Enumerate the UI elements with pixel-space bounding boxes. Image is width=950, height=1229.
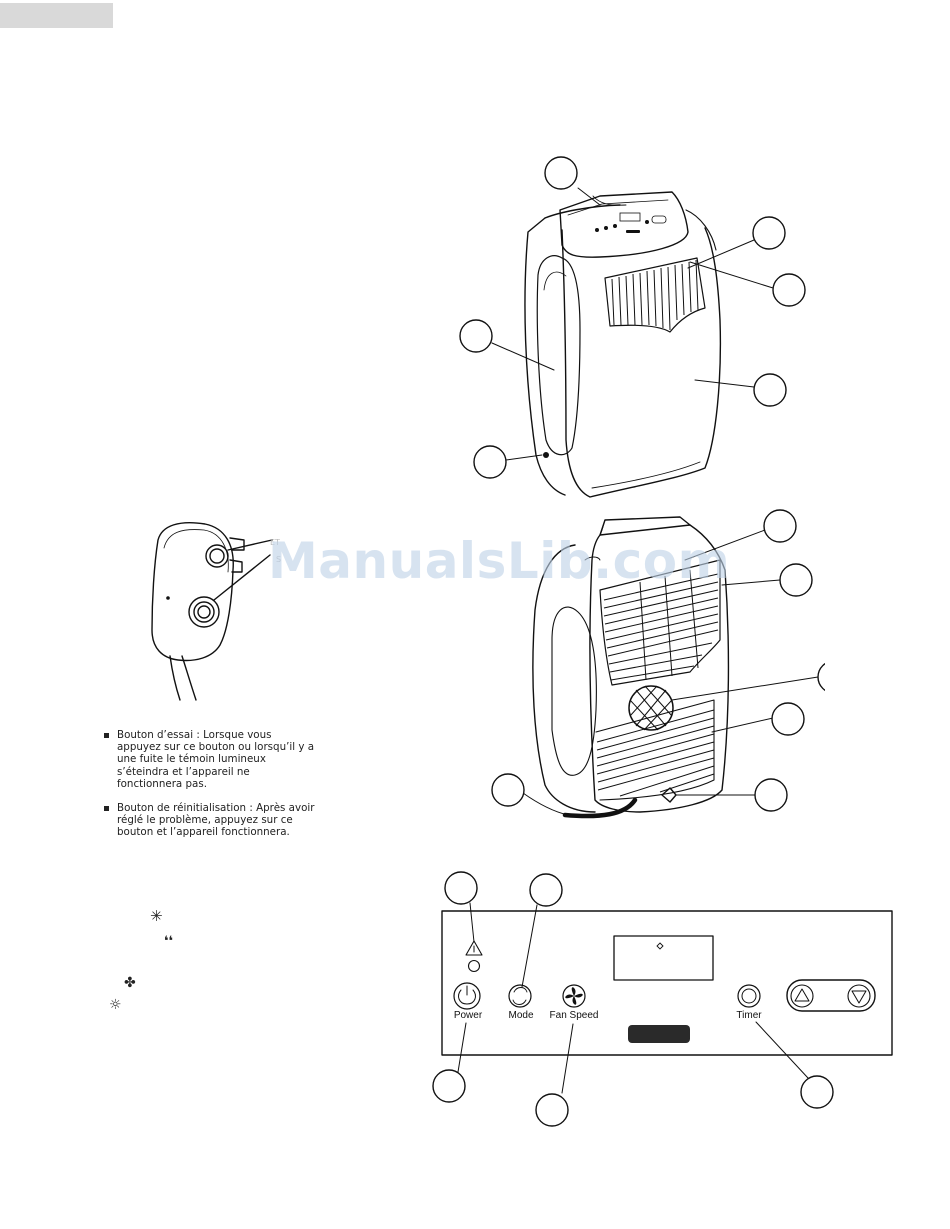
header-tab: [0, 3, 113, 28]
reset-button-note: Bouton de réinitialisation : Après avoir…: [103, 802, 318, 839]
front-view-diagram: [459, 156, 806, 498]
control-panel-diagram: [432, 871, 893, 1127]
sun-icon: ☼: [109, 997, 122, 1013]
fan-icon: ✤: [124, 975, 136, 991]
rear-view-diagram: [491, 509, 825, 819]
svg-text:S: S: [276, 555, 281, 564]
timer-label: Timer: [736, 1010, 762, 1021]
gfci-button-notes: Bouton d’essai : Lorsque vous appuyez su…: [103, 729, 318, 851]
svg-text:ET: ET: [270, 538, 280, 547]
power-plug-diagram: ET S: [151, 522, 281, 701]
mode-label: Mode: [508, 1010, 534, 1021]
test-button-note: Bouton d’essai : Lorsque vous appuyez su…: [103, 729, 318, 790]
fan-speed-label: Fan Speed: [549, 1010, 599, 1021]
water-drop-icon: ❛❛: [164, 934, 174, 949]
snowflake-icon: ✳: [150, 907, 163, 925]
power-label: Power: [453, 1010, 483, 1021]
